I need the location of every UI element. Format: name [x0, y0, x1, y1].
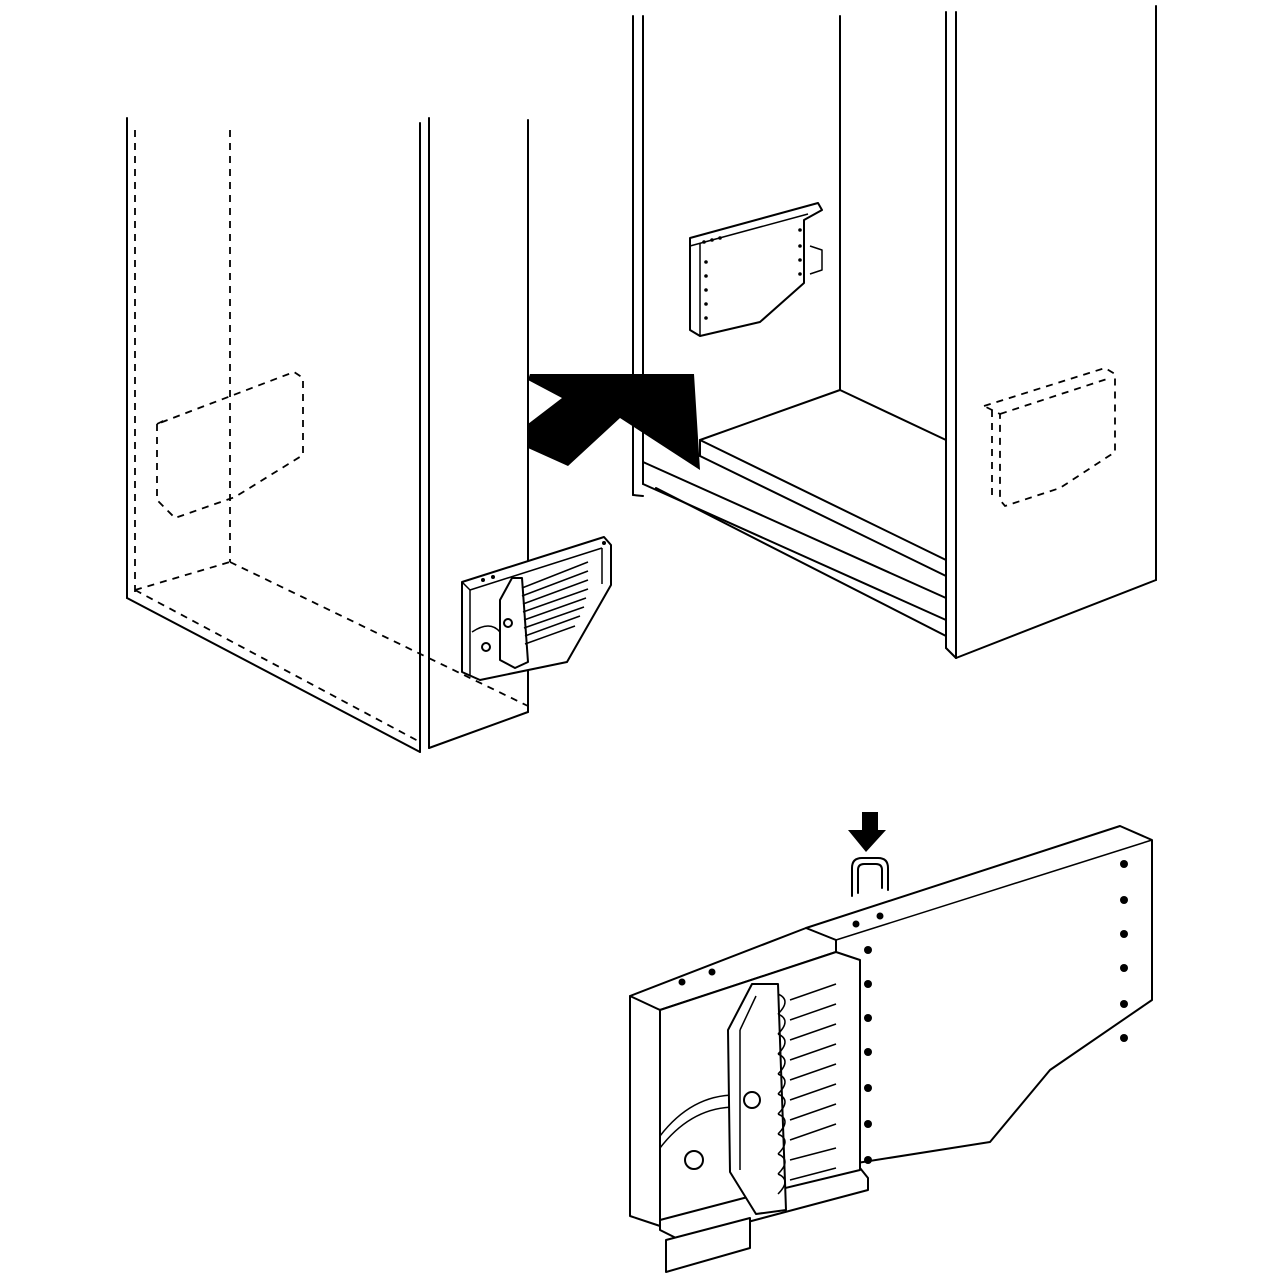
left-cabinet-outline	[126, 117, 529, 753]
insertion-arrow	[528, 374, 700, 470]
detail-slots	[789, 983, 837, 1181]
u-clip	[851, 857, 889, 897]
right-cabinet	[632, 5, 1157, 659]
mounting-plate	[689, 202, 823, 337]
bracket-slots	[521, 561, 589, 645]
clip-arrow	[848, 812, 886, 852]
mounting-bracket	[461, 536, 612, 681]
bracket-detail	[629, 825, 1153, 1273]
adjust-teeth	[777, 993, 786, 1195]
